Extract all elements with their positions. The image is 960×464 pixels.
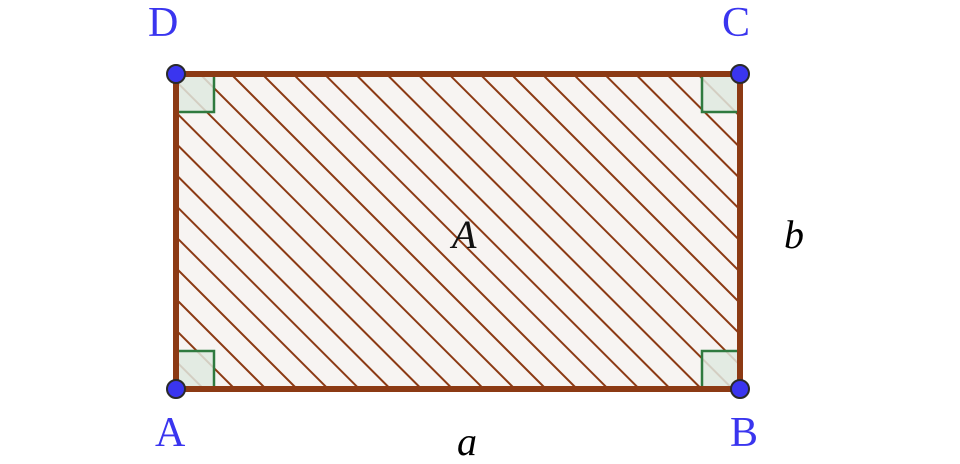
side-label-a: a <box>457 419 477 464</box>
vertex-label-A: A <box>155 410 186 456</box>
vertex-dot-C[interactable] <box>730 64 750 84</box>
vertex-label-C: C <box>722 0 751 46</box>
right-angle-marks <box>176 74 740 389</box>
vertex-label-B: B <box>730 410 759 456</box>
rectangle-outline <box>173 71 743 392</box>
vertex-dots <box>166 64 750 399</box>
rectangle-interior-hatch <box>176 74 740 389</box>
vertex-dot-A[interactable] <box>166 379 186 399</box>
vertex-dot-D[interactable] <box>166 64 186 84</box>
area-label: A <box>452 212 477 257</box>
vertex-label-D: D <box>148 0 179 46</box>
vertex-dot-B[interactable] <box>730 379 750 399</box>
side-label-b: b <box>784 212 804 257</box>
